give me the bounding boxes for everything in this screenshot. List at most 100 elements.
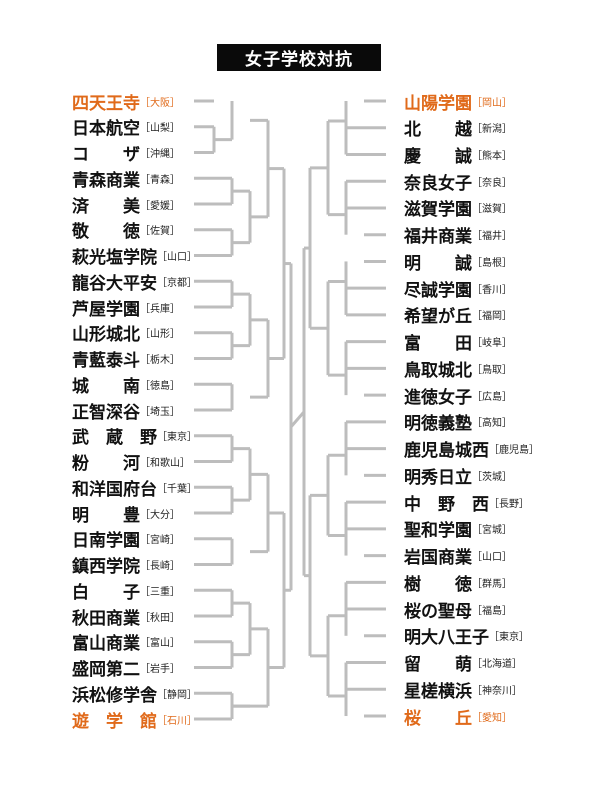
team-name: 鹿児島城西 [404, 441, 489, 462]
team-prefecture: ［山口］ [157, 252, 197, 263]
team-name: 萩光塩学院 [72, 248, 157, 268]
team-name: 桜の聖母 [404, 601, 472, 622]
team-name: 城 南 [72, 376, 140, 397]
left-team-entry: 富山商業［富山］ [72, 631, 180, 655]
team-name: 鎮西学院 [72, 557, 140, 577]
team-prefecture: ［奈良］ [472, 177, 512, 189]
team-name: 白 子 [72, 582, 140, 603]
team-name: 鳥取城北 [404, 360, 472, 381]
team-prefecture: ［鹿児島］ [489, 445, 539, 457]
team-name: 芦屋学園 [72, 299, 140, 320]
team-prefecture: ［徳島］ [140, 380, 180, 392]
right-team-entry: 山陽学園［岡山］ [404, 90, 512, 114]
left-team-entry: 和洋国府台［千葉］ [72, 476, 197, 500]
team-name: 明大八王子 [404, 628, 489, 649]
team-name: 四天王寺 [72, 93, 140, 114]
left-team-entry: コ ザ［沖縄］ [72, 142, 180, 165]
team-prefecture: ［大阪］ [140, 97, 180, 109]
team-name: 青藍泰斗 [72, 351, 140, 371]
right-team-entry: 明徳義塾［高知］ [404, 411, 512, 435]
right-team-entry: 鳥取城北［鳥取］ [404, 357, 512, 381]
right-team-entry: 樹 徳［群馬］ [404, 571, 512, 595]
team-name: 尽誠学園 [404, 280, 472, 301]
team-prefecture: ［沖縄］ [140, 149, 180, 160]
left-team-entry: 日南学園［宮崎］ [72, 528, 180, 552]
left-team-entry: 明 豊［大分］ [72, 502, 180, 526]
right-team-entry: 尽誠学園［香川］ [404, 277, 512, 301]
team-name: 龍谷大平安 [72, 273, 157, 294]
team-prefecture: ［東京］ [489, 632, 529, 644]
left-team-entry: 鎮西学院［長崎］ [72, 554, 180, 577]
left-team-entry: 城 南［徳島］ [72, 373, 180, 397]
team-prefecture: ［静岡］ [157, 689, 197, 701]
left-team-entry: 済 美［愛媛］ [72, 193, 180, 217]
team-name: 樹 徳 [404, 574, 472, 595]
right-team-entry: 桜の聖母［福島］ [404, 598, 512, 622]
team-name: 滋賀学園 [404, 200, 472, 221]
team-prefecture: ［高知］ [472, 418, 512, 430]
team-name: 明徳義塾 [404, 414, 472, 435]
right-team-entry: 希望が丘［福岡］ [404, 304, 512, 327]
team-prefecture: ［青森］ [140, 174, 180, 186]
team-name: 進徳女子 [404, 387, 472, 408]
right-team-entry: 北 越［新潟］ [404, 117, 512, 141]
team-prefecture: ［三重］ [140, 586, 180, 598]
left-team-entry: 武 蔵 野［東京］ [72, 425, 197, 448]
team-prefecture: ［富山］ [140, 638, 180, 650]
right-team-entry: 明大八王子［東京］ [404, 625, 529, 649]
left-team-entry: 正智深谷［埼玉］ [72, 399, 180, 423]
team-prefecture: ［東京］ [157, 432, 197, 444]
team-prefecture: ［宮崎］ [140, 535, 180, 547]
team-prefecture: ［愛媛］ [140, 200, 180, 212]
left-team-entry: 芦屋学園［兵庫］ [72, 296, 180, 320]
team-prefecture: ［兵庫］ [140, 303, 180, 315]
right-team-entry: 富 田［岐阜］ [404, 331, 512, 355]
team-prefecture: ［山形］ [140, 329, 180, 341]
team-prefecture: ［宮城］ [472, 525, 512, 537]
team-name: 富 田 [404, 334, 472, 355]
team-prefecture: ［山梨］ [140, 123, 180, 135]
team-name: 日南学園 [72, 531, 140, 552]
left-team-entry: 萩光塩学院［山口］ [72, 245, 197, 268]
team-name: 北 越 [404, 120, 472, 141]
right-team-entry: 滋賀学園［滋賀］ [404, 197, 512, 221]
right-team-entry: 慶 誠［熊本］ [404, 143, 512, 167]
right-team-entry: 奈良女子［奈良］ [404, 170, 512, 194]
team-name: 正智深谷 [72, 402, 140, 423]
team-name: 秋田商業 [72, 608, 140, 629]
team-prefecture: ［北海道］ [472, 659, 522, 671]
team-prefecture: ［香川］ [472, 284, 512, 296]
team-name: 奈良女子 [404, 173, 472, 194]
right-team-entry: 福井商業［福井］ [404, 224, 512, 247]
team-name: 和洋国府台 [72, 479, 157, 500]
team-prefecture: ［山口］ [472, 552, 512, 564]
bracket-title: 女子学校対抗 [217, 44, 381, 71]
right-team-entry: 岩国商業［山口］ [404, 545, 512, 568]
team-prefecture: ［岩手］ [140, 664, 180, 675]
team-name: 山陽学園 [404, 93, 472, 114]
right-team-entry: 桜 丘［愛知］ [404, 705, 512, 729]
team-name: 日本航空 [72, 119, 140, 140]
team-prefecture: ［茨城］ [472, 471, 512, 483]
right-team-entry: 進徳女子［広島］ [404, 384, 512, 408]
left-team-entry: 盛岡第二［岩手］ [72, 657, 180, 680]
team-prefecture: ［岐阜］ [472, 338, 512, 350]
team-name: 富山商業 [72, 634, 140, 655]
team-prefecture: ［福岡］ [472, 311, 512, 323]
team-prefecture: ［新潟］ [472, 124, 512, 136]
team-name: 中 野 西 [404, 494, 489, 515]
team-prefecture: ［千葉］ [157, 483, 197, 495]
team-prefecture: ［福島］ [472, 605, 512, 617]
team-prefecture: ［佐賀］ [140, 226, 180, 238]
left-team-entry: 青藍泰斗［栃木］ [72, 348, 180, 371]
team-prefecture: ［和歌山］ [140, 458, 190, 469]
right-team-entry: 明秀日立［茨城］ [404, 464, 512, 488]
left-team-entry: 龍谷大平安［京都］ [72, 270, 197, 294]
team-prefecture: ［群馬］ [472, 578, 512, 590]
team-prefecture: ［滋賀］ [472, 204, 512, 216]
team-prefecture: ［愛知］ [472, 712, 512, 724]
team-name: 明 豊 [72, 505, 140, 526]
team-name: 桜 丘 [404, 708, 472, 729]
team-name: 留 萌 [404, 655, 472, 676]
